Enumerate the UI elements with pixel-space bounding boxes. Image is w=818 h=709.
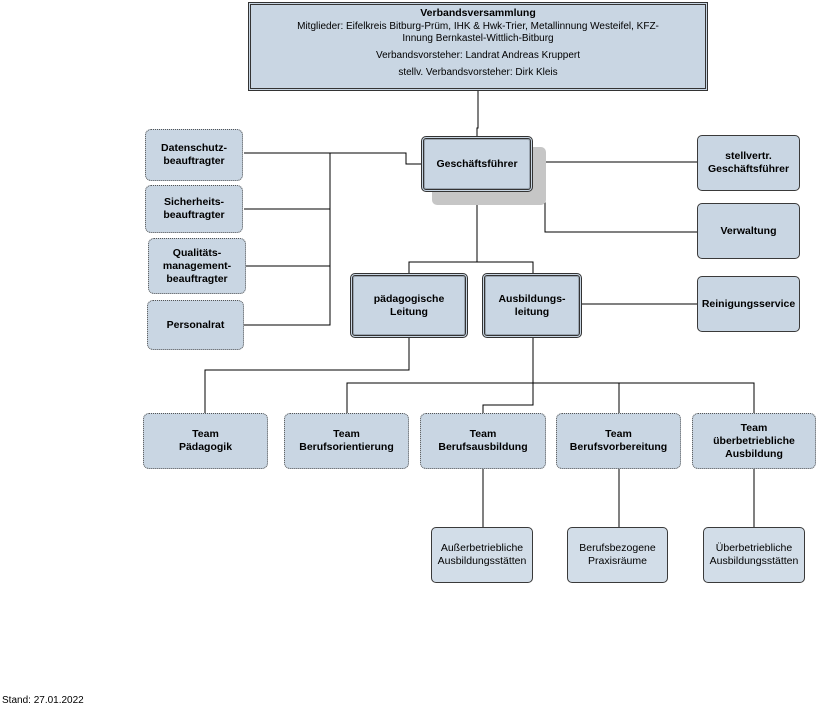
verbandsversammlung-title: Verbandsversammlung <box>420 7 536 19</box>
team-ueberbetrieblich-label: Team überbetriebliche Ausbildung <box>713 421 795 460</box>
reinigungsservice-label: Reinigungsservice <box>701 297 796 310</box>
ausserbetriebliche-box: Außerbetriebliche Ausbildungsstätten <box>431 527 533 583</box>
team-berufsorientierung-box: Team Berufsorientierung <box>284 413 409 469</box>
paed-leitung-box: pädagogische Leitung <box>350 273 468 338</box>
personalrat-label: Personalrat <box>166 318 225 331</box>
verwaltung-label: Verwaltung <box>720 224 777 237</box>
connector-gf-ausb <box>477 261 534 273</box>
stellvertreter-box: stellvertr. Geschäftsführer <box>697 135 800 191</box>
ausb-leitung-label: Ausbildungs- leitung <box>498 292 566 318</box>
connector-gf-paed <box>408 192 478 273</box>
team-berufsausbildung-label: Team Berufsausbildung <box>438 428 528 453</box>
paed-leitung-label: pädagogische Leitung <box>373 292 445 318</box>
chair-text: Verbandsvorsteher: Landrat Andreas Krupp… <box>375 50 581 61</box>
datenschutz-label: Datenschutz- beauftragter <box>161 142 227 167</box>
team-berufsvorbereitung-label: Team Berufsvorbereitung <box>569 428 668 453</box>
connector-verwaltung <box>544 162 697 233</box>
team-paedagogik-label: Team Pädagogik <box>178 428 233 453</box>
sicherheit-box: Sicherheits- beauftragter <box>145 185 243 233</box>
ausserbetriebliche-label: Außerbetriebliche Ausbildungsstätten <box>437 542 527 567</box>
ausb-leitung-box: Ausbildungs- leitung <box>482 273 582 338</box>
connector-ausb-ausb <box>482 383 534 413</box>
verbandsversammlung-box: Verbandsversammlung Mitglieder: Eifelkre… <box>248 2 708 91</box>
vice-chair-text: stellv. Verbandsvorsteher: Dirk Kleis <box>398 67 558 78</box>
datenschutz-box: Datenschutz- beauftragter <box>145 129 243 181</box>
team-berufsausbildung-box: Team Berufsausbildung <box>420 413 546 469</box>
connector-ausb-orient <box>346 338 534 413</box>
qualitaet-box: Qualitäts- management- beauftragter <box>148 238 246 294</box>
team-berufsorientierung-label: Team Berufsorientierung <box>299 428 394 453</box>
team-ueberbetrieblich-box: Team überbetriebliche Ausbildung <box>692 413 816 469</box>
team-paedagogik-box: Team Pädagogik <box>143 413 268 469</box>
berufsbezogene-box: Berufsbezogene Praxisräume <box>567 527 668 583</box>
stellvertreter-label: stellvertr. Geschäftsführer <box>707 150 790 175</box>
geschaeftsfuehrer-label: Geschäftsführer <box>436 157 518 170</box>
connector-personalrat <box>244 153 331 326</box>
sicherheit-label: Sicherheits- beauftragter <box>163 196 225 221</box>
connector-top-gf <box>476 91 479 138</box>
qualitaet-label: Qualitäts- management- beauftragter <box>162 246 232 285</box>
connector-paed-team <box>204 338 410 413</box>
ueberbetriebliche-box: Überbetriebliche Ausbildungsstätten <box>703 527 805 583</box>
verwaltung-box: Verwaltung <box>697 203 800 259</box>
personalrat-box: Personalrat <box>147 300 244 350</box>
members-text: Mitglieder: Eifelkreis Bitburg-Prüm, IHK… <box>297 21 659 44</box>
team-berufsvorbereitung-box: Team Berufsvorbereitung <box>556 413 681 469</box>
connector-ausb-ueber <box>533 382 755 413</box>
connector-datenschutz <box>244 152 421 165</box>
berufsbezogene-label: Berufsbezogene Praxisräume <box>579 542 656 567</box>
geschaeftsfuehrer-box: Geschäftsführer <box>421 136 533 192</box>
ueberbetriebliche-label: Überbetriebliche Ausbildungsstätten <box>709 542 799 567</box>
reinigungsservice-box: Reinigungsservice <box>697 276 800 332</box>
stand-date: Stand: 27.01.2022 <box>2 695 84 706</box>
